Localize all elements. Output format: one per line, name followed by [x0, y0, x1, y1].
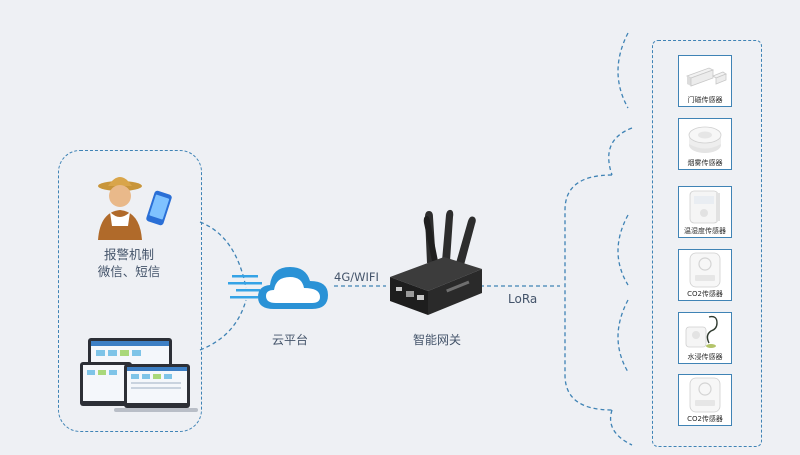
co2-sensor-icon — [689, 377, 721, 413]
lora-label: LoRa — [508, 292, 538, 306]
monitoring-screens-icon — [80, 338, 198, 412]
sensor-arc-5 — [609, 409, 633, 446]
sensor-card-co2-b: CO2传感器 — [678, 374, 732, 426]
sensor-card-smoke: 烟雾传感器 — [678, 118, 732, 170]
sensor-label: 水浸传感器 — [679, 352, 731, 363]
sensor-card-door: 门磁传感器 — [678, 55, 732, 107]
smoke-sensor-icon — [688, 126, 722, 153]
water-leak-sensor-icon — [685, 315, 718, 348]
smart-gateway-label: 智能网关 — [413, 333, 462, 347]
farmer-user-icon — [98, 177, 172, 240]
smart-gateway-icon — [390, 209, 482, 315]
sensor-card-water-leak: 水浸传感器 — [678, 312, 732, 364]
sensor-label: CO2传感器 — [679, 289, 731, 300]
lora-bracket — [564, 174, 613, 411]
alarm-channels-label: 微信、短信 — [97, 264, 161, 279]
sensor-arc-1 — [617, 32, 629, 109]
sensors-box — [652, 40, 762, 447]
devices-to-cloud-curve — [199, 299, 247, 351]
temperature-humidity-sensor-icon — [689, 190, 720, 224]
sensor-arc-3 — [617, 214, 629, 286]
co2-sensor-icon — [689, 252, 721, 288]
alarm-devices-box — [58, 150, 202, 432]
sensor-label: 门磁传感器 — [679, 95, 731, 106]
sensor-card-co2-a: CO2传感器 — [678, 249, 732, 301]
sensor-label: CO2传感器 — [679, 414, 731, 425]
network-link-label: 4G/WIFI — [334, 270, 379, 284]
sensor-label: 温湿度传感器 — [679, 226, 731, 237]
cloud-platform-label: 云平台 — [272, 333, 309, 347]
alarm-mechanism-label: 报警机制 — [103, 247, 154, 262]
sensor-card-temp-humidity: 温湿度传感器 — [678, 186, 732, 238]
sensor-label: 烟雾传感器 — [679, 158, 731, 169]
alarm-to-cloud-curve — [199, 221, 247, 289]
cloud-platform-icon — [228, 267, 328, 309]
door-sensor-icon — [685, 67, 727, 87]
sensor-arc-2 — [608, 127, 633, 176]
sensor-arc-4 — [617, 299, 629, 373]
